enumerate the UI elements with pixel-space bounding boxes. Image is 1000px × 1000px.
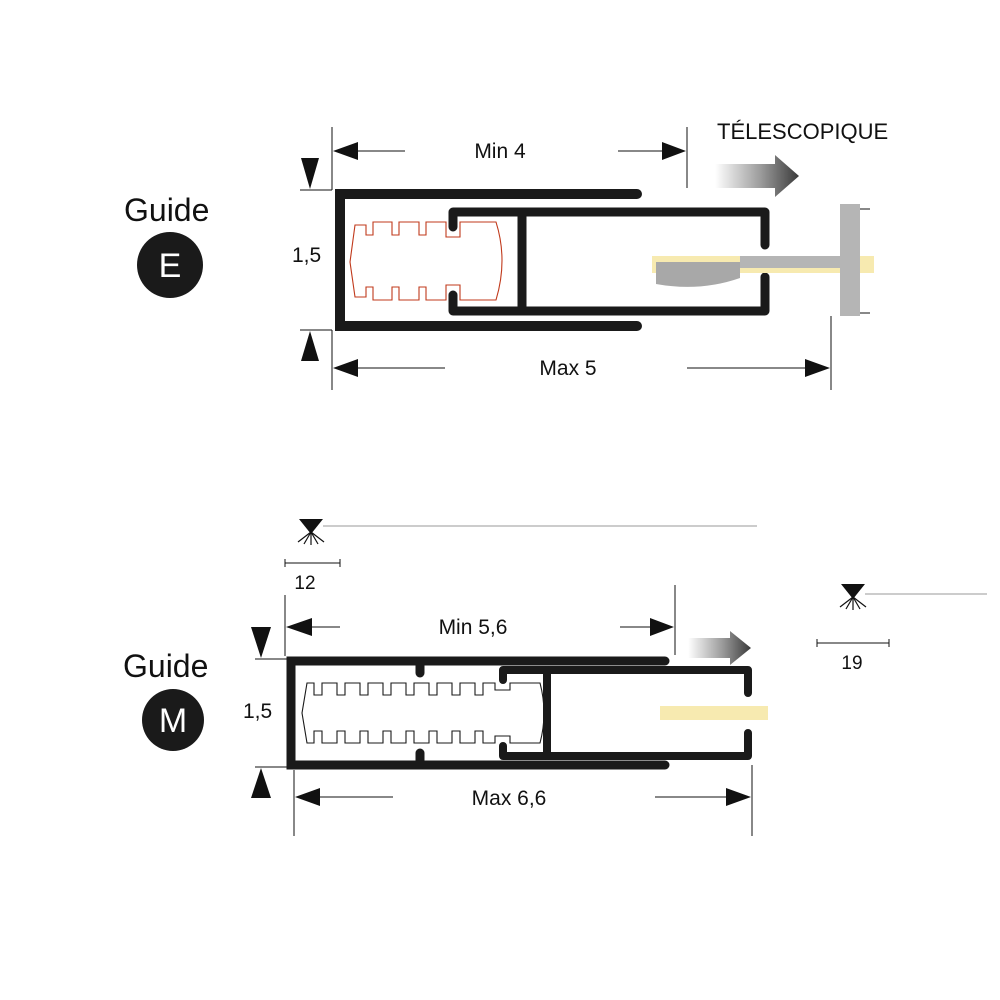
guide-m-badge-letter: M — [159, 702, 187, 740]
telescopic-arrow-icon — [688, 631, 751, 665]
guide-m-spring — [301, 682, 545, 744]
guide-e-badge-letter: E — [159, 247, 182, 285]
guide-m-height-label: 1,5 — [243, 700, 272, 723]
guide-m-height-dimension — [251, 627, 288, 798]
offset-right-marker — [816, 584, 987, 647]
guide-m-max-label: Max 6,6 — [472, 787, 547, 810]
guide-e-height-dimension — [300, 158, 332, 361]
guide-e-outer-profile — [335, 189, 642, 331]
guide-e-min-label: Min 4 — [474, 140, 526, 163]
guide-e-hardware-tab — [656, 262, 740, 287]
guide-e-title: Guide — [124, 192, 209, 228]
guide-m-outer-profile — [286, 656, 670, 770]
guide-m-max-dimension — [293, 765, 753, 836]
guide-e-badge — [137, 232, 203, 298]
guide-e-hardware-plate — [840, 204, 860, 316]
guide-e-section: Guide E 1,5 Min 4 TÉLESCOPIQUE — [124, 119, 888, 390]
guide-e-telescopic-label: TÉLESCOPIQUE — [717, 119, 888, 144]
telescopic-arrow-icon — [715, 155, 799, 197]
offset-left-label: 12 — [294, 573, 315, 594]
guide-e-height-label: 1,5 — [292, 244, 321, 267]
guide-m-section: 12 19 Guide M 1,5 — [123, 519, 987, 836]
guide-m-title: Guide — [123, 648, 208, 684]
offset-right-label: 19 — [841, 653, 862, 674]
guide-e-inner-profile — [448, 207, 770, 316]
guide-e-max-dimension — [331, 316, 832, 390]
guide-m-min-dimension — [284, 585, 676, 656]
guide-e-max-label: Max 5 — [539, 357, 596, 380]
guide-e-min-dimension — [331, 127, 688, 190]
guide-m-min-label: Min 5,6 — [439, 616, 508, 639]
guide-m-badge — [142, 689, 204, 751]
guide-e-spring — [349, 221, 503, 301]
guide-e-hardware-bar — [740, 256, 840, 268]
guide-m-insert — [660, 706, 768, 720]
guide-m-inner-profile — [499, 666, 752, 760]
offset-left-marker — [284, 519, 757, 567]
